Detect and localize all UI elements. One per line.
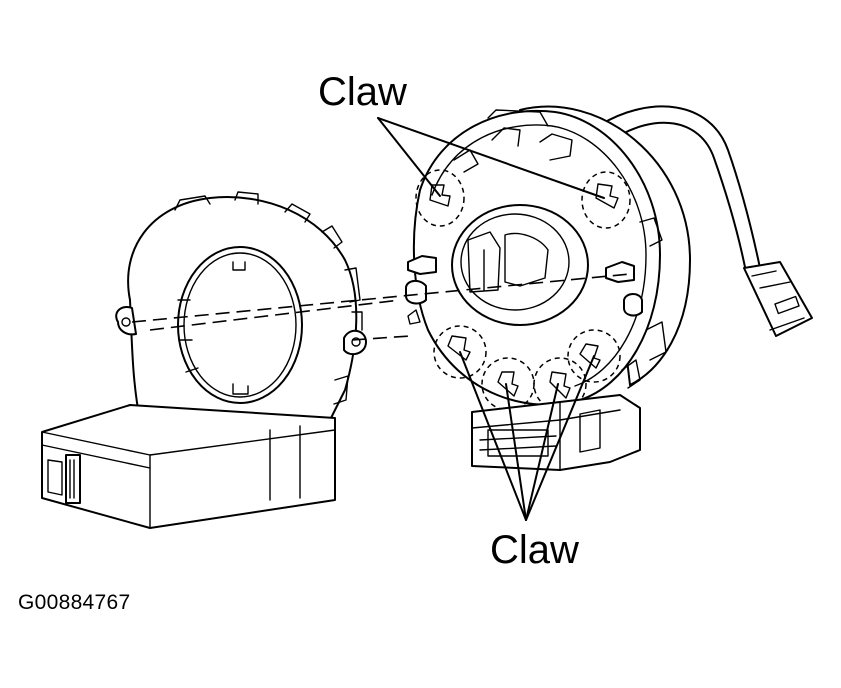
claw-label-bottom: Claw xyxy=(490,528,579,572)
left-sensor-assembly xyxy=(41,191,367,529)
right-lug xyxy=(343,329,367,356)
left-connector-box xyxy=(41,404,336,529)
locating-pins xyxy=(405,255,643,325)
leader-lines-top xyxy=(377,117,605,199)
wire-harness xyxy=(599,105,761,269)
left-lug xyxy=(115,306,137,336)
leader-lines-bottom xyxy=(459,351,595,521)
left-ring-bore xyxy=(177,246,303,404)
figure-id-label: G00884767 xyxy=(18,591,131,614)
harness-plug xyxy=(743,261,813,337)
claw-label-top: Claw xyxy=(318,70,407,114)
right-clock-spring-assembly xyxy=(405,105,813,471)
left-connector-socket xyxy=(65,454,81,504)
claw-highlight-circles xyxy=(415,169,631,411)
alignment-lines xyxy=(131,273,631,341)
right-connector-block xyxy=(471,394,641,471)
center-hub xyxy=(451,204,589,326)
